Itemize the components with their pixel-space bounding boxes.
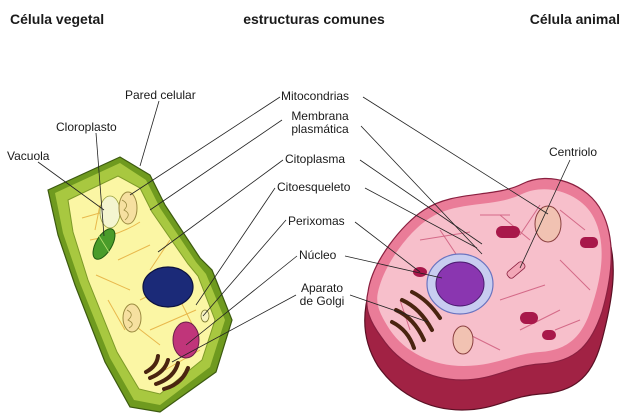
label-cloroplasto: Cloroplasto [56,121,117,134]
label-mitocondrias: Mitocondrias [281,90,349,103]
plant-mitochondrion [119,192,137,224]
animal-peroxisome [580,237,598,248]
label-membrana-line1: Membrana [291,109,348,123]
label-citoplasma: Citoplasma [285,153,345,166]
plant-nucleus [143,267,193,307]
label-citoesqueleto: Citoesqueleto [277,181,350,194]
plant-peroxisome [201,310,209,322]
plant-vesicle [173,322,199,358]
label-centriolo: Centriolo [549,146,597,159]
plant-mitochondrion [123,304,141,332]
animal-peroxisome [542,330,556,340]
animal-mitochondrion [453,326,473,354]
label-vacuola: Vacuola [7,150,49,163]
animal-mitochondrion [535,206,561,242]
label-aparato-de-golgi: Aparato de Golgi [282,282,362,308]
animal-nucleus [436,262,484,306]
label-perixomas: Perixomas [288,215,345,228]
label-membrana-plasmatica: Membrana plasmática [270,110,370,136]
animal-cell [365,179,613,410]
label-nucleo: Núcleo [299,249,336,262]
animal-peroxisome [520,312,538,324]
label-membrana-line2: plasmática [291,122,348,136]
label-golgi-line2: de Golgi [300,294,345,308]
label-golgi-line1: Aparato [301,281,343,295]
plant-cell [48,157,232,412]
animal-peroxisome [496,226,520,238]
label-pared-celular: Pared celular [125,89,196,102]
